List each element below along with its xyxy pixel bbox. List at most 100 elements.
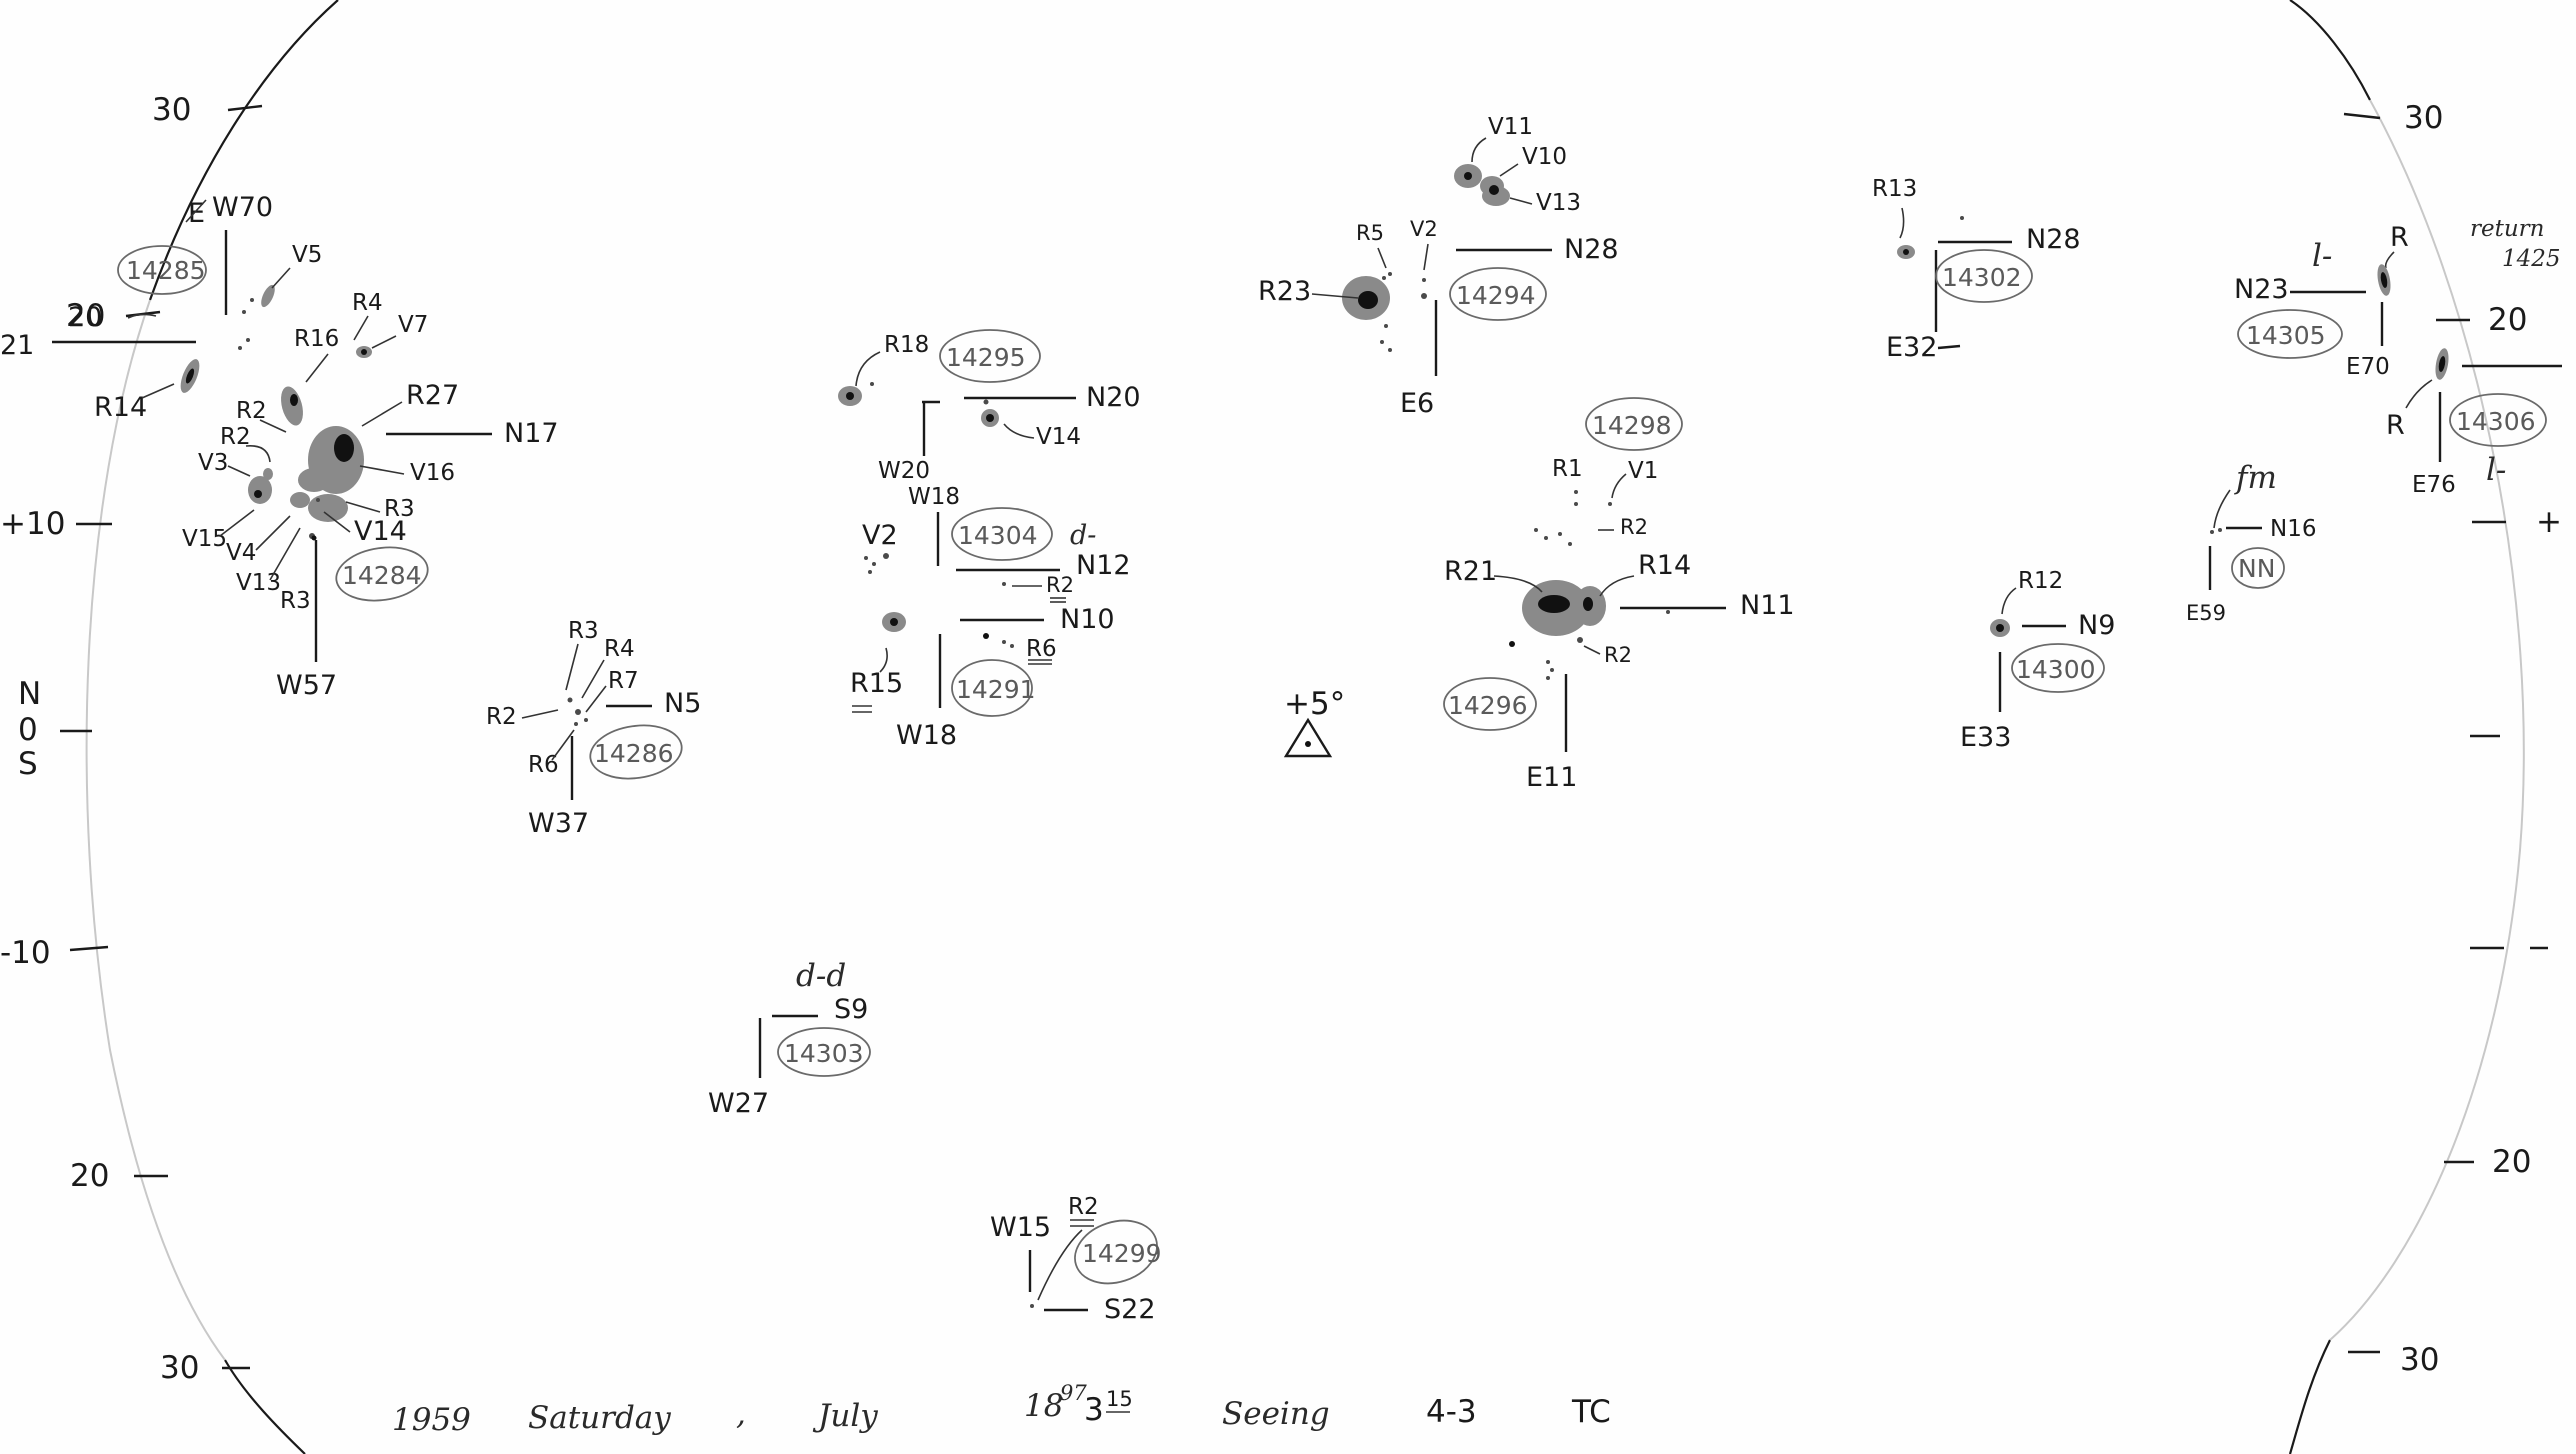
group-latitude: N16 (2270, 516, 2316, 542)
group-longitude: E76 (2412, 472, 2456, 498)
group-number: 14300 (2016, 655, 2096, 684)
footer-observer: TC (1571, 1394, 1611, 1430)
spot-label-r7: R7 (608, 668, 639, 694)
group-number: 14284 (342, 561, 422, 590)
group-number: 14304 (958, 521, 1038, 550)
spot-label-v1: V1 (1628, 458, 1658, 484)
group-14295: R18 14295 N20 V14 W20 (838, 329, 1141, 484)
group-14291: R15 N10 R6 14291 W18 (850, 604, 1115, 751)
group-latitude: N20 (1086, 382, 1141, 413)
spot-label-r2b: R2 (1604, 643, 1632, 667)
group-number: 14286 (594, 739, 674, 768)
group-latitude: N23 (2234, 274, 2289, 305)
spot-label-v7: V7 (398, 312, 428, 338)
spot-label-r: R (2386, 410, 2405, 441)
spot-label-r2: R2 (1046, 573, 1074, 597)
lat-label-n: N (18, 676, 41, 712)
latitude-scale-right: 30 20 + 20 30 (2343, 100, 2562, 1378)
group-nn: fm N16 NN E59 (2186, 460, 2316, 625)
group-latitude: N5 (664, 688, 701, 719)
footer-day-fraction: 97 (1060, 1381, 1087, 1405)
group-longitude: W20 (878, 458, 930, 484)
lat-tick-left-30-south: 30 (160, 1350, 199, 1386)
group-14294: V11 V10 V13 R5 V2 N28 R23 14294 E6 (1258, 114, 1619, 419)
spot-label-r2a: R2 (236, 398, 267, 424)
spot-label-r16: R16 (294, 326, 339, 352)
spot-label-v16: V16 (410, 460, 455, 486)
spot-label-r: R (2390, 222, 2409, 253)
footer-comma: , (736, 1396, 746, 1432)
group-14306: R 14306 E76 l- (2386, 348, 2562, 498)
lat-tick-right-30-south: 30 (2400, 1342, 2439, 1378)
lat-tick-left-20: 20 (66, 298, 105, 334)
group-number: 14298 (1592, 411, 1672, 440)
group-number: 14295 (946, 343, 1026, 372)
spot-label-r13: R13 (1872, 176, 1917, 202)
footer-weekday: Saturday (528, 1400, 671, 1436)
lat-tick-right-20-south: 20 (2492, 1144, 2531, 1180)
spot-label-r14: R14 (94, 392, 147, 423)
spot-label-v15: V15 (182, 526, 227, 552)
spot-label-v13: V13 (1536, 190, 1581, 216)
group-longitude: E59 (2186, 601, 2226, 625)
spot-label-r6: R6 (1026, 636, 1057, 662)
lat-tick-right-20: 20 (2488, 302, 2527, 338)
spot-label-r5: R5 (1356, 221, 1384, 245)
group-longitude: E11 (1526, 762, 1577, 793)
lat-label-s: S (18, 746, 38, 782)
spot-label-r12: R12 (2018, 568, 2063, 594)
group-latitude: 20 (68, 302, 102, 333)
group-longitude: E32 (1886, 332, 1937, 363)
footer-seeing-label: Seeing (1222, 1396, 1330, 1432)
spot-label-r3: R3 (568, 618, 599, 644)
spot-label-v14: V14 (354, 516, 407, 547)
group-longitude: E6 (1400, 388, 1434, 419)
orientation-label: +5° (1284, 686, 1345, 722)
drawing-footer: 1959 Saturday , July 18 97 3 15 Seeing 4… (392, 1381, 1611, 1438)
group-class: fm (2234, 460, 2277, 496)
group-latitude: N17 (504, 418, 559, 449)
spot-label-r21: R21 (1444, 556, 1497, 587)
spot-label-r2: R2 (1068, 1194, 1099, 1220)
group-latitude: N10 (1060, 604, 1115, 635)
group-longitude: W15 (990, 1212, 1051, 1243)
group-number: 14294 (1456, 281, 1536, 310)
spot-label-r2b: R2 (220, 424, 251, 450)
spot-label-r2: R2 (486, 704, 517, 730)
group-14300: R12 N9 14300 E33 (1960, 568, 2115, 753)
group-14286: R3 R4 R7 R2 N5 R6 14286 W37 (486, 618, 701, 839)
spot-label-v11: V11 (1488, 114, 1533, 140)
margin-note-return: return (2470, 216, 2544, 242)
group-14285: 14285 E W70 20 21 V5 R4 V7 R16 R14 (0, 192, 428, 423)
group-number: 14299 (1082, 1239, 1162, 1268)
spot-label-v10: V10 (1522, 144, 1567, 170)
group-longitude: E70 (2346, 354, 2390, 380)
spot-label-r14: R14 (1638, 550, 1691, 581)
spot-label-r18: R18 (884, 332, 929, 358)
margin-note-1425: 1425 (2502, 246, 2561, 272)
group-14284: R2 R2 V3 R27 N17 V16 R3 V14 V15 V4 V13 R… (182, 380, 559, 701)
group-longitude: W18 (908, 484, 960, 510)
lat-tick-right-plus: + (2536, 504, 2562, 540)
spot-label-r2a: R2 (1620, 515, 1648, 539)
longitude-struck: E (188, 198, 205, 229)
group-14299: W15 R2 14299 S22 (990, 1194, 1162, 1325)
group-class: l- (2312, 238, 2332, 274)
group-latitude-cut: 21 (0, 330, 34, 361)
lat-tick-left-30: 30 (152, 92, 191, 128)
spot-label-v14: V14 (1036, 424, 1081, 450)
spot-label-r4: R4 (604, 636, 635, 662)
group-longitude: W27 (708, 1088, 769, 1119)
spot-label-v5: V5 (292, 242, 322, 268)
group-number: NN (2238, 554, 2275, 583)
group-longitude: W57 (276, 670, 337, 701)
margin-note: return 1425 (2470, 216, 2561, 272)
spot-label-r3b: R3 (280, 588, 311, 614)
spot-label-v2: V2 (1410, 217, 1438, 241)
group-14304: W18 14304 d- V2 N12 R2 (862, 484, 1131, 603)
orientation-mark: +5° (1283, 686, 1345, 758)
spot-label-r6: R6 (528, 752, 559, 778)
footer-time-hour: 3 (1084, 1392, 1104, 1428)
group-14296: R21 R14 N11 R2 14296 E11 (1443, 550, 1795, 793)
group-number: 14291 (956, 675, 1036, 704)
